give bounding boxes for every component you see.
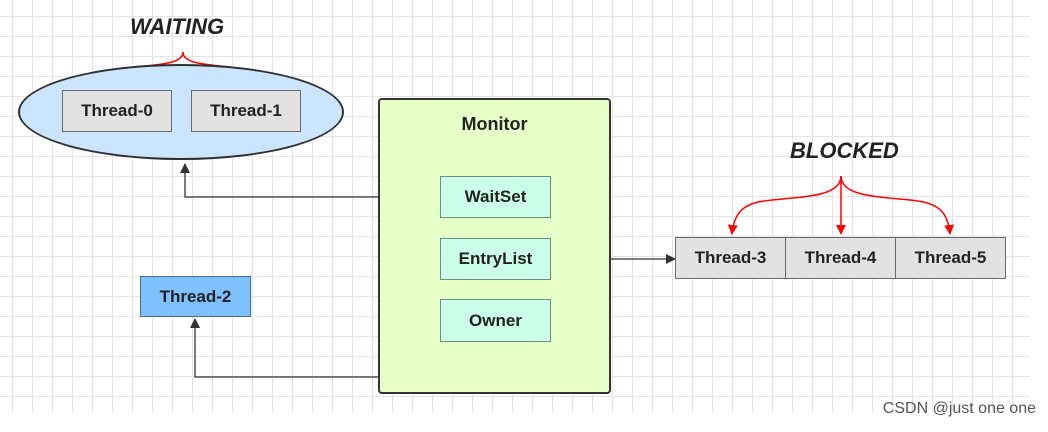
thread-4-box: Thread-4 [785, 237, 896, 279]
owner-box: Owner [440, 299, 551, 342]
blocked-arrow-thread-3 [727, 175, 842, 235]
entrylist-box: EntryList [440, 238, 551, 280]
diagram-canvas: WAITING BLOCKED Thread-0 Thread-1 Monito… [0, 0, 1030, 412]
waitset-to-waiting-connector [180, 163, 440, 198]
thread-1-box: Thread-1 [191, 90, 301, 132]
thread-3-box: Thread-3 [675, 237, 786, 279]
blocked-state-label: BLOCKED [790, 138, 899, 163]
thread-5-box: Thread-5 [895, 237, 1006, 279]
monitor-title: Monitor [461, 114, 528, 134]
thread-2-box: Thread-2 [140, 276, 251, 317]
blocked-brace-arrows [727, 175, 955, 235]
waitset-box: WaitSet [440, 176, 551, 218]
footer-credit: CSDN @just one one [882, 400, 1036, 417]
thread-0-box: Thread-0 [62, 90, 172, 132]
waiting-state-label: WAITING [130, 14, 225, 39]
blocked-arrow-thread-5 [840, 175, 955, 235]
